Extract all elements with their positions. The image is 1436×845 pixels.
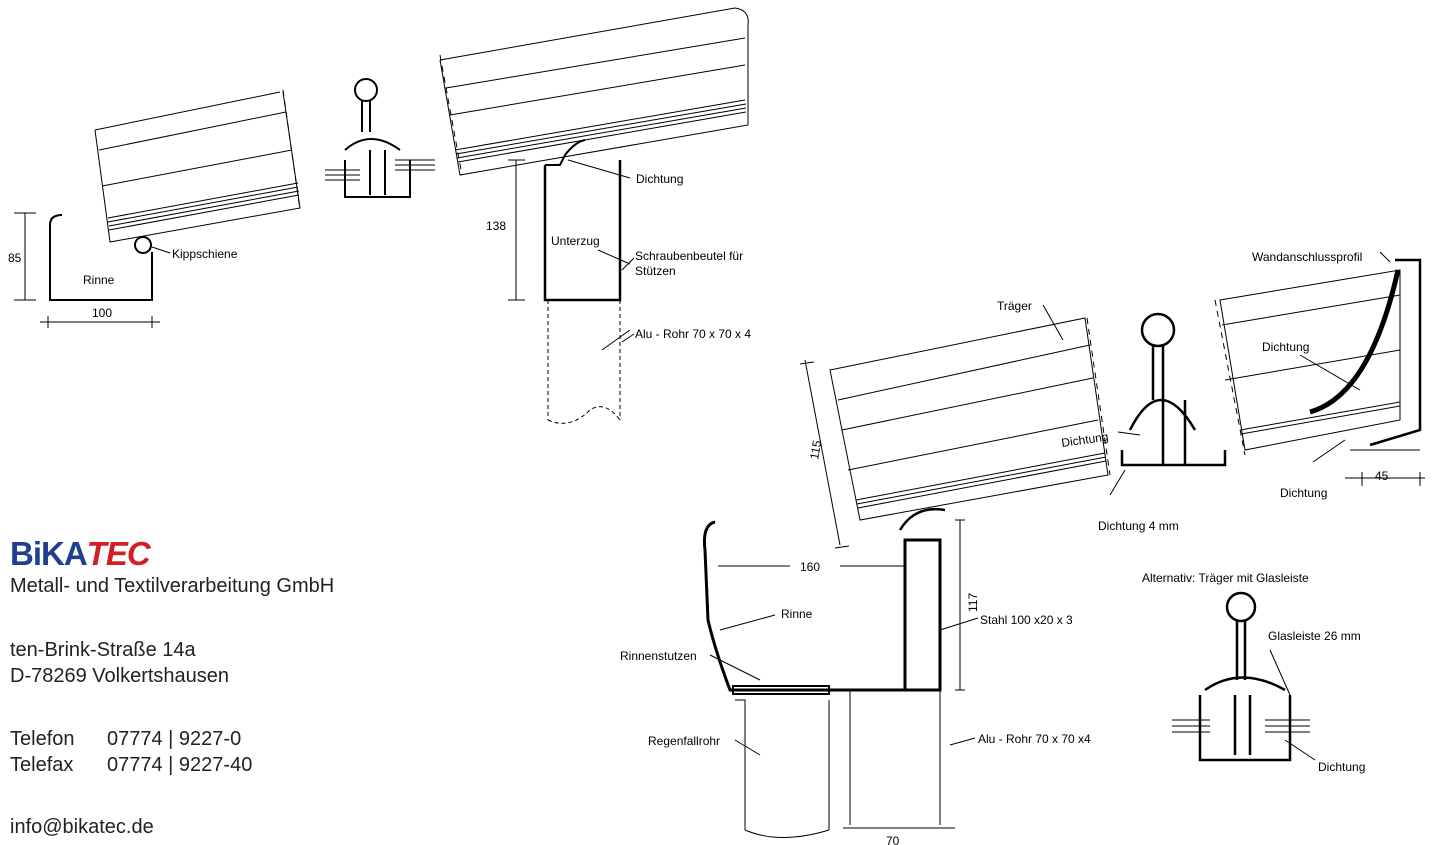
fax-line: Telefax 07774 | 9227-40 xyxy=(10,752,252,778)
label-dichtung-wall: Dichtung xyxy=(1262,340,1309,354)
dim-138: 138 xyxy=(486,219,506,233)
company-logo: BiKATEC xyxy=(10,535,151,573)
label-dichtung-4mm: Dichtung 4 mm xyxy=(1098,519,1179,533)
beam-top-left xyxy=(94,89,301,254)
fax-number: 07774 | 9227-40 xyxy=(107,754,253,776)
dim-117: 117 xyxy=(966,593,980,612)
phone-number: 07774 | 9227-0 xyxy=(107,728,242,750)
label-alu-rohr-bottom: Alu - Rohr 70 x 70 x4 xyxy=(978,732,1091,746)
label-rinnenstutzen: Rinnenstutzen xyxy=(620,649,697,663)
fax-label: Telefax xyxy=(10,754,74,776)
label-rinne-bottom: Rinne xyxy=(781,607,813,621)
label-schraubenbeutel-2: Stützen xyxy=(635,264,676,278)
logo-part-2: TEC xyxy=(86,535,151,572)
dim-160: 160 xyxy=(800,560,820,574)
label-dichtung-top: Dichtung xyxy=(636,172,683,186)
label-dichtung-bottom-right: Dichtung xyxy=(1280,486,1327,500)
dim-100: 100 xyxy=(92,306,112,320)
unterzug-section xyxy=(508,139,635,424)
label-alu-rohr-top: Alu - Rohr 70 x 70 x 4 xyxy=(635,327,751,341)
logo-part-1: BiKA xyxy=(10,535,88,572)
company-name: Metall- und Textilverarbeitung GmbH xyxy=(10,575,335,597)
label-kippschiene: Kippschiene xyxy=(172,247,238,261)
wall-connection xyxy=(1214,258,1425,486)
label-dichtung-mid: Dichtung xyxy=(1060,430,1109,450)
dim-85: 85 xyxy=(8,251,22,265)
label-stahl: Stahl 100 x20 x 3 xyxy=(980,613,1073,627)
address-city: D-78269 Volkertshausen xyxy=(10,665,230,687)
phone-block: Telefon 07774 | 9227-0 Telefax 07774 | 922… xyxy=(10,726,252,778)
rinne-profile-top xyxy=(14,212,160,328)
stahl-section xyxy=(718,507,965,692)
leader-lines xyxy=(151,159,1391,761)
dim-45: 45 xyxy=(1375,469,1389,483)
label-wandanschlussprofil: Wandanschlussprofil xyxy=(1252,250,1362,264)
clamp-profile-mid xyxy=(1120,312,1227,467)
label-schraubenbeutel-1: Schraubenbeutel für xyxy=(635,249,743,263)
clamp-profile-top xyxy=(325,78,435,198)
label-unterzug: Unterzug xyxy=(551,234,600,248)
label-alternativ: Alternativ: Träger mit Glasleiste xyxy=(1142,571,1309,585)
traeger-beam xyxy=(799,317,1111,549)
label-glasleiste: Glasleiste 26 mm xyxy=(1268,629,1361,643)
label-rinne-top: Rinne xyxy=(83,273,115,287)
address-street: ten-Brink-Straße 14a xyxy=(10,639,196,661)
phone-line: Telefon 07774 | 9227-0 xyxy=(10,726,252,752)
gutter-bottom xyxy=(703,520,955,838)
alternativ-profile xyxy=(1172,591,1310,762)
label-dichtung-alt: Dichtung xyxy=(1318,760,1365,774)
address-block: ten-Brink-Straße 14a D-78269 Volkertshau… xyxy=(10,637,229,689)
label-traeger: Träger xyxy=(997,299,1032,313)
email-link[interactable]: info@bikatec.de xyxy=(10,816,154,838)
dim-115: 115 xyxy=(807,439,824,461)
beam-top-right xyxy=(439,7,749,176)
phone-label: Telefon xyxy=(10,728,75,750)
dim-70: 70 xyxy=(886,834,900,845)
label-regenfallrohr: Regenfallrohr xyxy=(648,734,720,748)
